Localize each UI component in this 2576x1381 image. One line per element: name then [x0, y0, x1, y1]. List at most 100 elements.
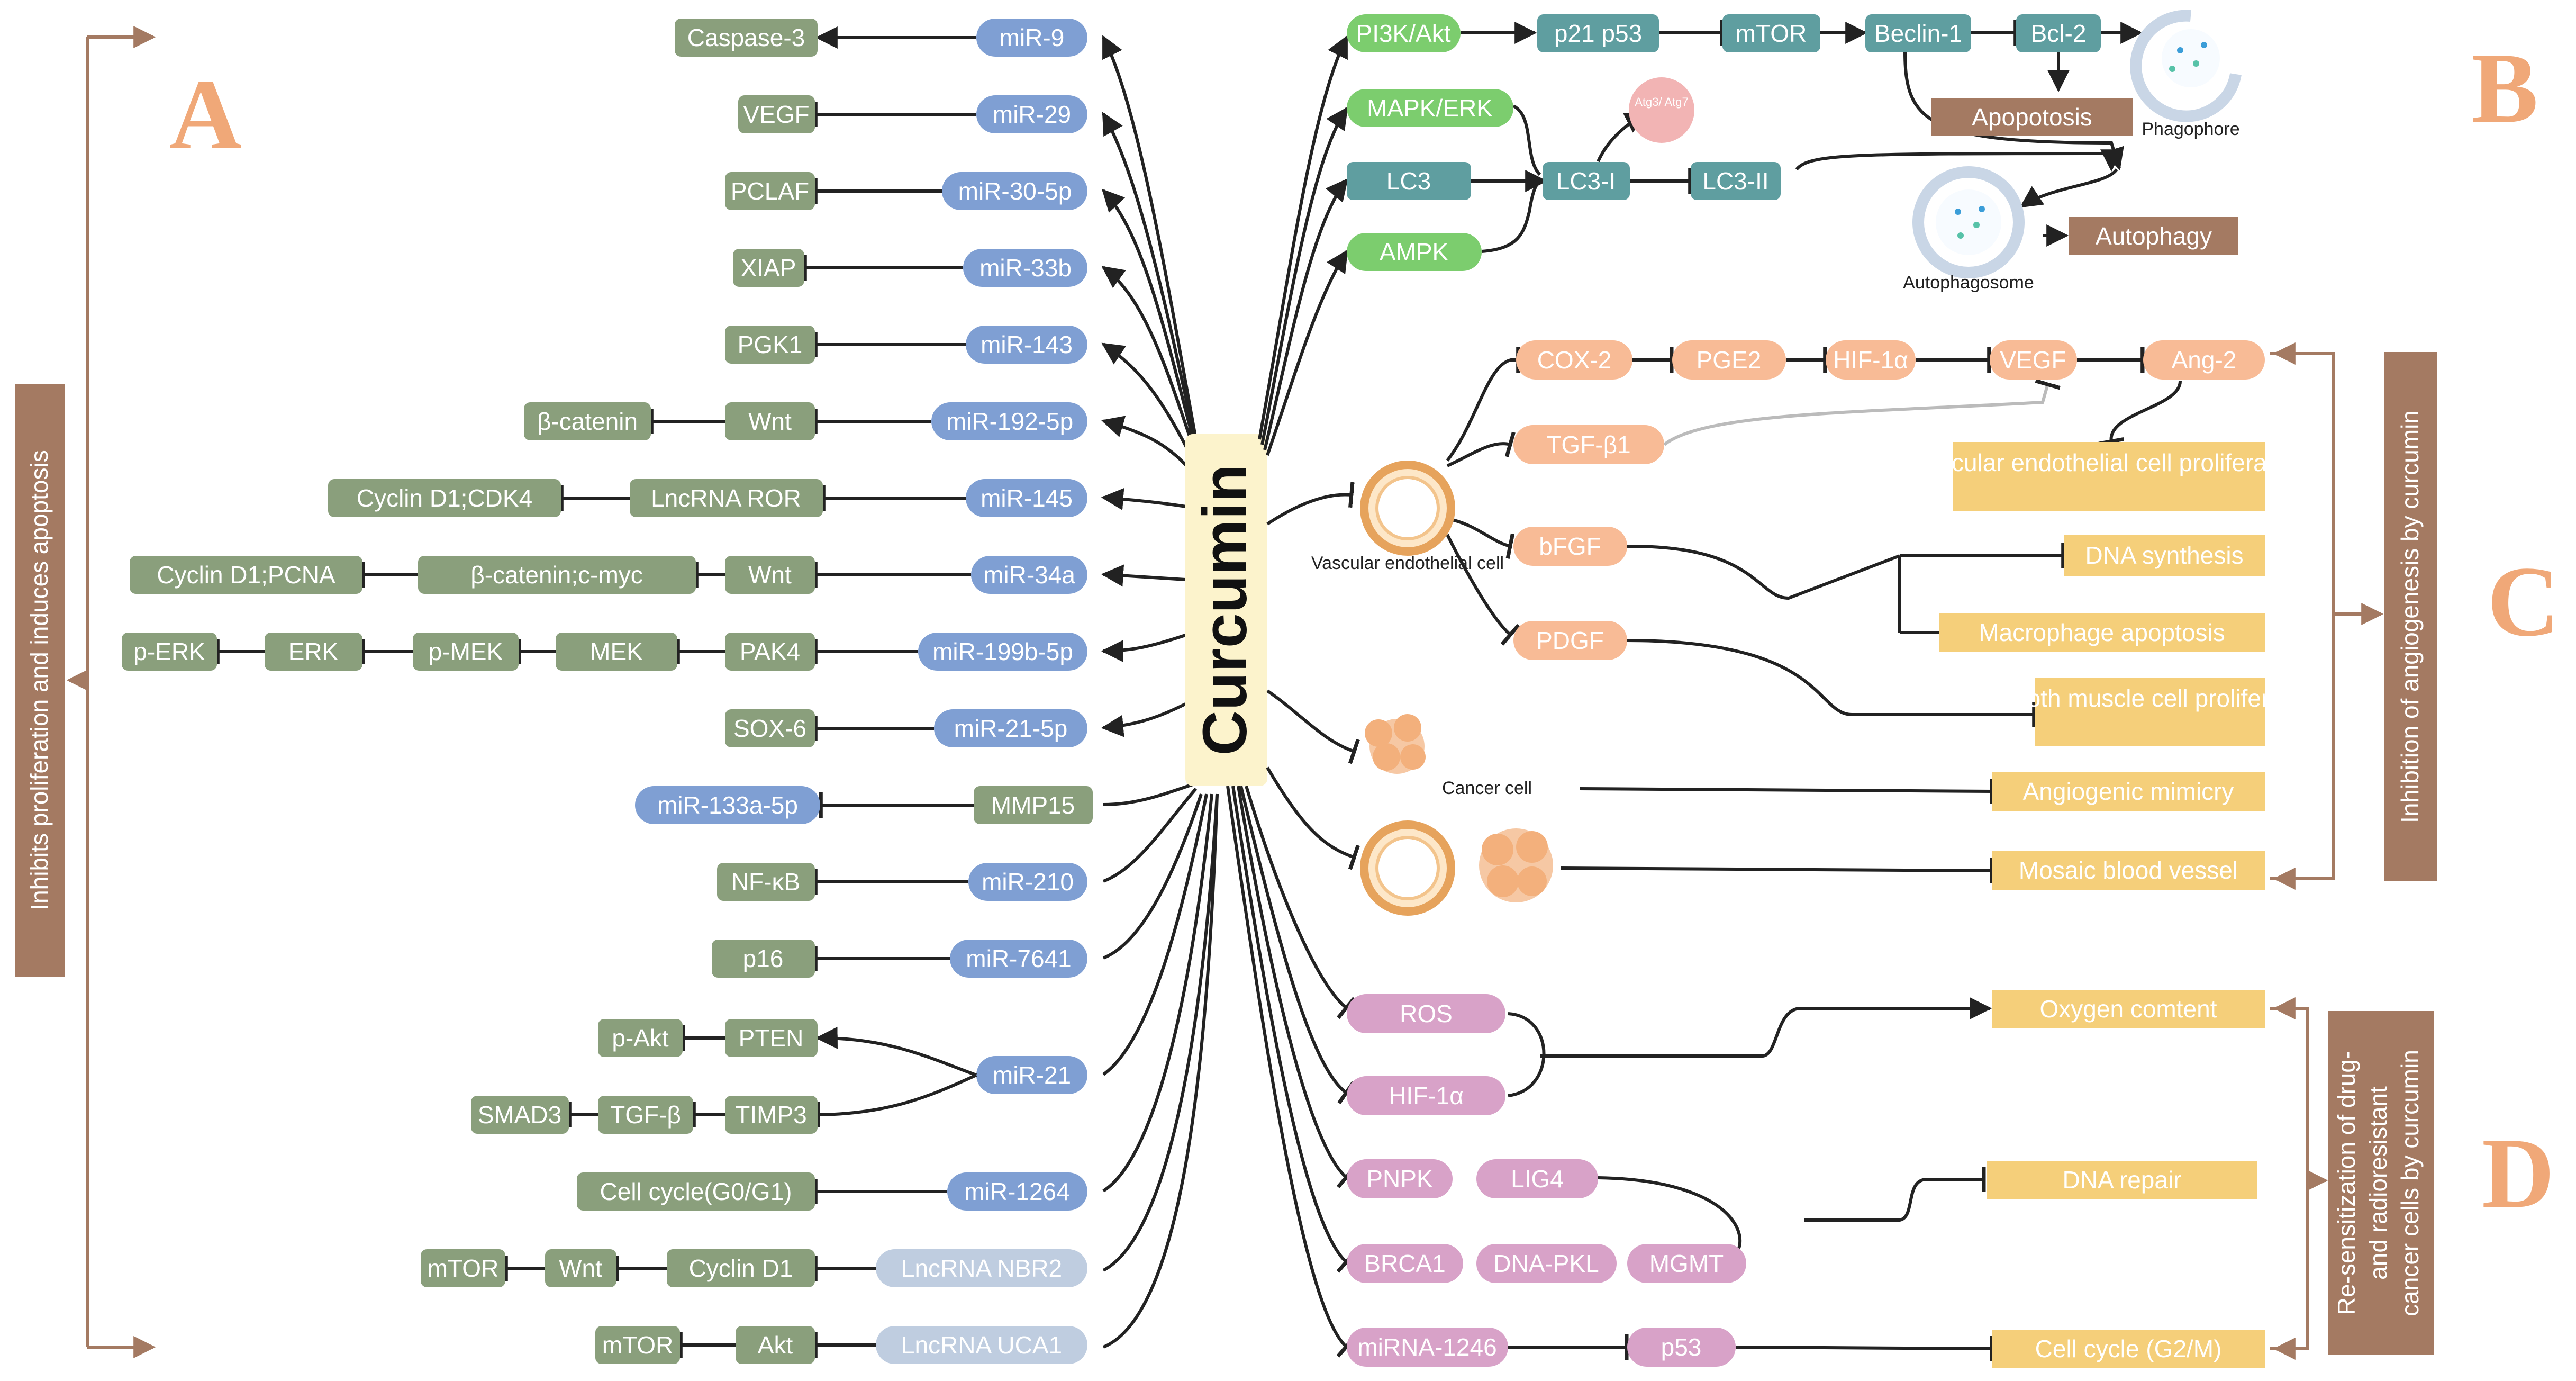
- svg-text:miR-210: miR-210: [982, 868, 1074, 896]
- svg-text:Wnt: Wnt: [559, 1254, 602, 1282]
- curcumin-connectors-a: [1101, 35, 1219, 1349]
- target-node: p-ERK: [122, 633, 217, 671]
- factor-node: TGF-β1: [1513, 425, 1664, 464]
- svg-text:miR-34a: miR-34a: [983, 561, 1075, 589]
- svg-text:Akt: Akt: [758, 1331, 793, 1359]
- svg-text:HIF-1α: HIF-1α: [1833, 346, 1908, 374]
- svg-text:Oxygen comtent: Oxygen comtent: [2040, 995, 2217, 1023]
- outcome-box: Vascular endothelial cell proliferation: [1911, 442, 2306, 511]
- svg-text:mTOR: mTOR: [1736, 20, 1807, 47]
- svg-text:p-ERK: p-ERK: [133, 638, 205, 665]
- svg-text:LC3: LC3: [1386, 167, 1431, 195]
- svg-text:PGK1: PGK1: [738, 331, 803, 358]
- svg-text:LC3-I: LC3-I: [1556, 167, 1616, 195]
- svg-text:Cyclin D1;PCNA: Cyclin D1;PCNA: [157, 561, 335, 589]
- svg-text:miR-33b: miR-33b: [979, 254, 1072, 282]
- svg-text:PGE2: PGE2: [1697, 346, 1762, 374]
- target-node: Wnt: [725, 556, 815, 594]
- outcome-box: DNA repair: [1987, 1161, 2257, 1199]
- svg-text:miR-133a-5p: miR-133a-5p: [657, 791, 798, 819]
- svg-text:Smooth muscle cell proliferati: Smooth muscle cell proliferation: [1977, 684, 2322, 712]
- target-node: PTEN: [725, 1019, 818, 1057]
- svg-text:DNA repair: DNA repair: [2063, 1166, 2182, 1194]
- target-node: VEGF: [738, 95, 815, 133]
- pathway-node: PI3K/Akt: [1347, 14, 1461, 52]
- factor-node: PDGF: [1513, 621, 1627, 660]
- svg-text:Cyclin D1: Cyclin D1: [689, 1254, 793, 1282]
- outcome-box: Cell cycle (G2/M): [1992, 1330, 2265, 1368]
- svg-text:Atg3/ Atg7: Atg3/ Atg7: [1635, 95, 1689, 109]
- section-letter-d: D: [2482, 1118, 2554, 1229]
- factor-node: ROS: [1347, 994, 1505, 1033]
- input-node: AMPK: [1347, 233, 1482, 271]
- svg-text:miR-30-5p: miR-30-5p: [958, 177, 1072, 205]
- target-node: β-catenin;c-myc: [418, 556, 696, 594]
- outcome-text: Smooth muscle cell proliferation: [1977, 684, 2322, 712]
- target-node: Wnt: [725, 402, 815, 440]
- curcumin-center: Curcumin: [1185, 434, 1267, 786]
- svg-text:LncRNA ROR: LncRNA ROR: [651, 484, 801, 512]
- target-node: Akt: [736, 1326, 815, 1364]
- lncrna-node: LncRNA UCA1: [876, 1326, 1087, 1364]
- factor-node: Ang-2: [2143, 340, 2265, 380]
- svg-text:miR-143: miR-143: [981, 331, 1073, 358]
- factor-node: BRCA1: [1347, 1244, 1463, 1283]
- factor-node: PGE2: [1672, 340, 1786, 380]
- svg-text:PCLAF: PCLAF: [731, 177, 809, 205]
- svg-text:Angiogenic mimicry: Angiogenic mimicry: [2023, 778, 2234, 805]
- svg-text:p-Akt: p-Akt: [612, 1024, 669, 1052]
- mirna-node: miR-145: [966, 479, 1087, 517]
- factor-node: PNPK: [1347, 1159, 1453, 1198]
- target-node: Cyclin D1;CDK4: [328, 479, 561, 517]
- target-node: PGK1: [725, 326, 815, 364]
- autophagosome-icon: [1912, 166, 2025, 278]
- target-node: mTOR: [595, 1326, 680, 1364]
- factor-node: HIF-1α: [1347, 1076, 1505, 1115]
- lncrna-node: LncRNA NBR2: [876, 1249, 1087, 1287]
- panel-d-side-bar: Re-sensitization of drug- and radioresis…: [2328, 1011, 2434, 1355]
- svg-text:SMAD3: SMAD3: [478, 1101, 561, 1129]
- svg-text:miR-29: miR-29: [993, 101, 1071, 128]
- target-node: β-catenin: [524, 402, 651, 440]
- mirna-node: miR-21: [976, 1056, 1087, 1094]
- svg-text:miR-199b-5p: miR-199b-5p: [932, 638, 1073, 665]
- svg-text:BRCA1: BRCA1: [1364, 1250, 1445, 1277]
- pathway-node: p21 p53: [1537, 14, 1659, 52]
- svg-text:p-MEK: p-MEK: [429, 638, 503, 665]
- target-node: TGF-β: [598, 1096, 693, 1134]
- mirna-node: miR-210: [968, 863, 1087, 901]
- panel-d-side-label-3: cancer cells by curcumin: [2396, 1050, 2424, 1316]
- svg-text:miR-192-5p: miR-192-5p: [946, 408, 1073, 435]
- svg-text:Ang-2: Ang-2: [2172, 346, 2237, 374]
- svg-text:PNPK: PNPK: [1366, 1165, 1433, 1193]
- panel-d-side-label-1: Re-sensitization of drug-: [2333, 1051, 2360, 1315]
- svg-text:p21 p53: p21 p53: [1554, 20, 1642, 47]
- target-node: Cell cycle(G0/G1): [577, 1172, 815, 1211]
- svg-text:Macrophage apoptosis: Macrophage apoptosis: [1979, 619, 2225, 646]
- curcumin-connectors-right: [1226, 35, 1355, 1347]
- lc3-node: LC3-II: [1691, 162, 1781, 200]
- svg-text:Beclin-1: Beclin-1: [1874, 20, 1962, 47]
- svg-text:MMP15: MMP15: [991, 791, 1075, 819]
- input-node: MAPK/ERK: [1347, 89, 1513, 127]
- mirna-node: miR-133a-5p: [635, 786, 820, 824]
- svg-text:β-catenin: β-catenin: [537, 408, 638, 435]
- factor-node: COX-2: [1516, 340, 1632, 380]
- svg-text:SOX-6: SOX-6: [733, 715, 806, 742]
- factor-node: miRNA-1246: [1347, 1328, 1508, 1367]
- mirna-node: miR-9: [976, 19, 1087, 57]
- svg-text:DNA synthesis: DNA synthesis: [2085, 541, 2243, 569]
- endothelial-cell-label: Vascular endothelial cell: [1311, 553, 1504, 573]
- target-node: SOX-6: [725, 709, 815, 747]
- svg-text:ROS: ROS: [1400, 1000, 1453, 1027]
- svg-text:TGF-β1: TGF-β1: [1546, 431, 1630, 458]
- outcome-box: DNA synthesis: [2064, 535, 2265, 576]
- mirna-node: miR-33b: [963, 249, 1087, 287]
- section-letter-b: B: [2471, 33, 2538, 144]
- target-node: PAK4: [725, 633, 815, 671]
- mirna-node: miR-1264: [947, 1172, 1087, 1211]
- factor-node: HIF-1α: [1826, 340, 1916, 380]
- svg-text:MAPK/ERK: MAPK/ERK: [1367, 94, 1493, 122]
- svg-text:LC3-II: LC3-II: [1702, 167, 1768, 195]
- svg-text:miR-9: miR-9: [1000, 24, 1065, 51]
